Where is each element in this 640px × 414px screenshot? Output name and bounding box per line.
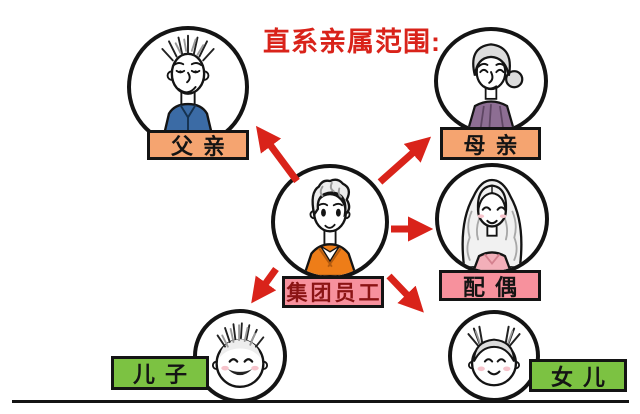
daughter-label: 女儿 bbox=[529, 359, 627, 392]
employee-illustration bbox=[302, 178, 358, 276]
father-portrait-circle bbox=[127, 26, 249, 148]
son-label: 儿子 bbox=[111, 356, 209, 390]
arrow-to-father bbox=[255, 125, 300, 184]
mother-label: 母亲 bbox=[440, 127, 541, 160]
bottom-divider bbox=[12, 400, 629, 403]
diagram-title: 直系亲属范围: bbox=[263, 27, 441, 57]
employee-label: 集团员工 bbox=[282, 276, 384, 308]
spouse-illustration bbox=[461, 178, 523, 271]
mother-illustration bbox=[466, 43, 524, 131]
father-label: 父亲 bbox=[147, 130, 249, 160]
arrow-to-daughter bbox=[386, 273, 424, 313]
daughter-illustration bbox=[467, 325, 521, 387]
spouse-portrait-circle bbox=[435, 163, 549, 275]
employee-portrait-circle bbox=[271, 164, 389, 280]
father-illustration bbox=[160, 34, 216, 144]
mother-portrait-circle bbox=[434, 27, 548, 135]
son-illustration bbox=[211, 322, 269, 389]
arrow-to-son bbox=[251, 266, 279, 304]
spouse-label: 配偶 bbox=[439, 270, 541, 301]
arrow-to-mother bbox=[377, 136, 432, 185]
daughter-portrait-circle bbox=[448, 310, 540, 402]
